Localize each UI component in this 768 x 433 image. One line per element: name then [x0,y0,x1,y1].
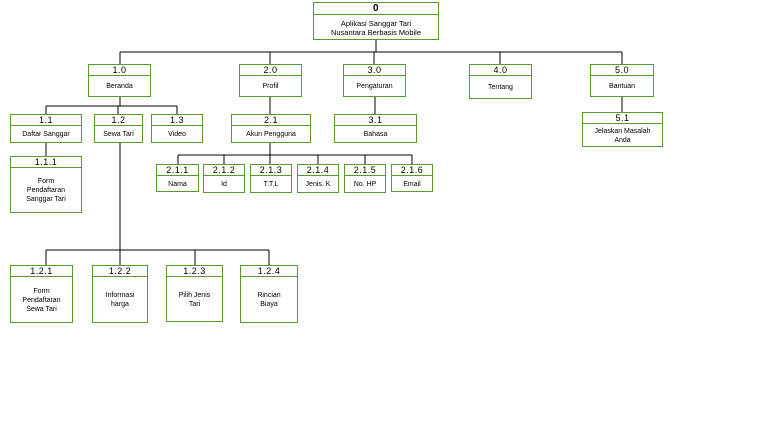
node-number: 1.1 [11,115,81,126]
node-number: 5.1 [583,113,662,124]
node-label: Nama [168,180,187,188]
node-number: 2.1 [232,115,310,126]
node-number: 2.1.6 [392,165,432,176]
node-number: 1.2 [95,115,142,126]
node-jelaskan-masalah: 5.1 Jelaskan Masalah Anda [582,112,663,147]
node-label: Email [403,180,421,188]
node-number: 1.2.1 [11,266,72,277]
node-number: 2.1.1 [157,165,198,176]
node-number: 2.1.4 [298,165,338,176]
node-tentang: 4.0 Tentang [469,64,532,99]
node-ttl: 2.1.3 T.T.L [250,164,292,193]
node-number: 4.0 [470,65,531,76]
node-label: T.T.L [263,181,279,188]
node-label: Profil [262,83,279,90]
node-daftar-sanggar: 1.1 Daftar Sanggar [10,114,82,143]
node-akun-pengguna: 2.1 Akun Pengguna [231,114,311,143]
node-label: Daftar Sanggar [22,131,70,138]
node-label: Jelaskan Masalah Anda [594,127,651,144]
node-email: 2.1.6 Email [391,164,433,192]
node-beranda: 1.0 Beranda [88,64,151,97]
node-number: 1.2.2 [93,266,147,277]
node-label: Form Pendaftaran Sanggar Tari [26,178,66,203]
node-number: 2.0 [240,65,301,76]
node-number: 1.1.1 [11,157,81,168]
node-label: No. HP [353,181,377,188]
node-jenis-kelamin: 2.1.4 Jenis. K [297,164,339,193]
node-label: Bantuan [608,83,636,90]
node-number: 1.0 [89,65,150,76]
node-number: 3.1 [335,115,416,126]
node-label: Tentang [488,84,513,91]
node-label: Pengaturan [356,83,393,90]
node-id: 2.1.2 Id [203,164,245,193]
node-no-hp: 2.1.5 No. HP [344,164,386,193]
node-bantuan: 5.0 Bantuan [590,64,654,97]
node-label: Rincian Biaya [257,292,281,308]
node-informasi-harga: 1.2.2 Informasi harga [92,265,148,323]
node-label: Id [221,181,227,188]
node-sewa-tari: 1.2 Sewa Tari [94,114,143,143]
node-number: 1.2.4 [241,266,297,277]
node-number: 0 [314,3,438,15]
node-label: Jenis. K [305,181,331,188]
node-pilih-jenis-tari: 1.2.3 Pilih Jenis Tari [166,265,223,322]
node-number: 2.1.3 [251,165,291,176]
node-label: Bahasa [363,131,388,138]
node-label: Informasi harga [105,292,135,308]
node-form-pendaftaran-sanggar: 1.1.1 Form Pendaftaran Sanggar Tari [10,156,82,213]
node-label: Pilih Jenis Tari [178,291,211,308]
node-label: Beranda [106,83,133,90]
node-nama: 2.1.1 Nama [156,164,199,192]
node-number: 5.0 [591,65,653,76]
node-number: 3.0 [344,65,405,76]
node-video: 1.3 Video [151,114,203,143]
node-root: 0 Aplikasi Sanggar Tari Nusantara Berbas… [313,2,439,40]
node-number: 1.3 [152,115,202,126]
node-form-pendaftaran-sewa: 1.2.1 Form Pendaftaran Sewa Tari [10,265,73,323]
node-number: 1.2.3 [167,266,222,277]
node-label: Form Pendaftaran Sewa Tari [22,287,61,313]
node-pengaturan: 3.0 Pengaturan [343,64,406,97]
node-bahasa: 3.1 Bahasa [334,114,417,143]
node-number: 2.1.5 [345,165,385,176]
node-label: Aplikasi Sanggar Tari Nusantara Berbasis… [330,19,422,37]
node-number: 2.1.2 [204,165,244,176]
node-label: Video [168,131,186,138]
node-label: Akun Pengguna [246,131,296,138]
node-profil: 2.0 Profil [239,64,302,97]
node-rincian-biaya: 1.2.4 Rincian Biaya [240,265,298,323]
node-label: Sewa Tari [103,131,134,138]
